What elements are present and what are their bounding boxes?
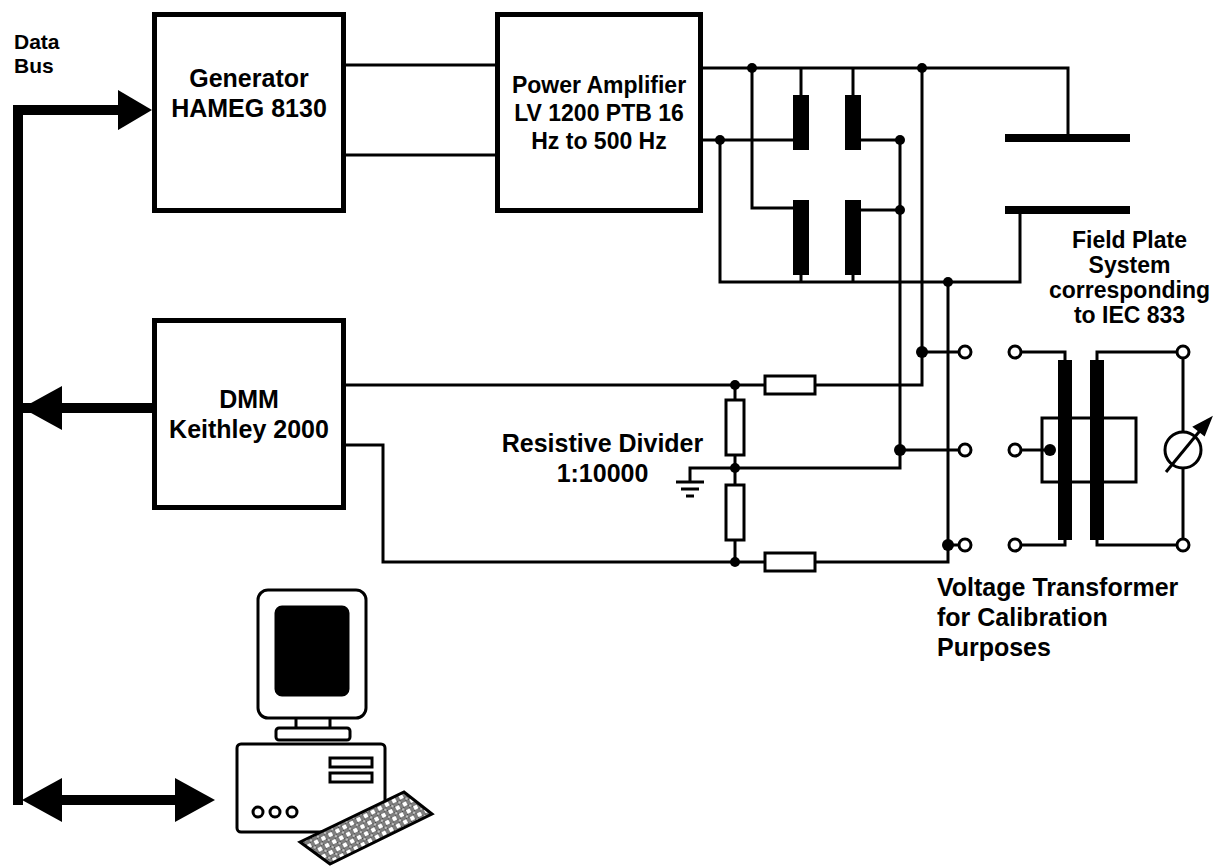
terminal xyxy=(959,539,971,551)
junction-dot xyxy=(730,557,740,567)
meter-symbol xyxy=(1165,419,1210,472)
wire xyxy=(346,445,765,562)
case-button xyxy=(287,807,297,817)
wire xyxy=(815,282,948,562)
resistor-symbol xyxy=(765,553,815,571)
terminal xyxy=(1009,444,1021,456)
transformer-label: Voltage Transformer for Calibration Purp… xyxy=(937,572,1199,662)
signal-wire xyxy=(346,64,495,67)
case-button xyxy=(253,807,263,817)
instrument-box: Power Amplifier LV 1200 PTB 16 Hz to 500… xyxy=(495,12,703,213)
junction-dot xyxy=(943,277,953,287)
junction-dot xyxy=(895,135,905,145)
terminal xyxy=(959,346,1189,551)
instrument-box: Generator HAMEG 8130 xyxy=(152,12,346,213)
wire xyxy=(852,275,855,282)
junction-dot xyxy=(916,346,928,358)
drive-slot xyxy=(330,773,372,782)
resistor-symbol xyxy=(726,485,744,540)
ground-symbol xyxy=(676,482,704,496)
terminal xyxy=(1009,539,1021,551)
junction-dot xyxy=(917,63,927,73)
wire xyxy=(861,139,900,142)
junction-dot xyxy=(942,539,954,551)
instrument-box: DMM Keithley 2000 xyxy=(152,318,346,510)
wire xyxy=(1097,540,1177,545)
wire xyxy=(752,68,793,208)
case-button xyxy=(270,807,280,817)
wire xyxy=(861,209,900,212)
meter-arrow xyxy=(1166,427,1203,472)
drive-slot xyxy=(330,758,372,767)
terminal xyxy=(1177,346,1189,358)
bus-line xyxy=(13,400,23,805)
meter-arrowhead xyxy=(1195,419,1210,434)
junction-dot xyxy=(715,63,1056,567)
wire xyxy=(1022,352,1065,360)
junction-dot xyxy=(730,463,740,473)
transformer-winding xyxy=(845,95,861,150)
transformer-winding xyxy=(793,200,809,275)
bus-line xyxy=(60,795,178,805)
box-text: Power Amplifier LV 1200 PTB 16 Hz to 500… xyxy=(510,71,687,155)
box-text: Generator HAMEG 8130 xyxy=(167,63,331,123)
wire xyxy=(800,68,803,95)
wire xyxy=(720,140,1020,282)
wire xyxy=(346,384,765,387)
wire xyxy=(800,275,803,282)
transformer-winding xyxy=(793,95,809,150)
bus-arrowhead xyxy=(175,778,215,822)
transformer-winding xyxy=(1090,360,1104,540)
field-plate xyxy=(1005,134,1130,142)
monitor-base xyxy=(276,728,350,740)
monitor-body xyxy=(258,590,366,718)
wiring xyxy=(346,68,1183,562)
resistor-symbol xyxy=(726,400,744,455)
resistor-symbol xyxy=(726,376,1136,571)
wire xyxy=(1022,540,1065,545)
wire xyxy=(735,140,900,468)
wire xyxy=(690,68,1068,134)
transformer-winding xyxy=(1058,360,1072,540)
junction-dot xyxy=(730,380,740,390)
keyboard xyxy=(300,792,432,864)
junction-dot xyxy=(894,444,906,456)
ground-lead xyxy=(690,468,735,482)
box-text: DMM Keithley 2000 xyxy=(168,384,329,444)
monitor-screen xyxy=(276,607,348,695)
terminal xyxy=(1009,346,1021,358)
resistor-symbol xyxy=(765,376,815,394)
divider-label: Resistive Divider 1:10000 xyxy=(490,428,715,488)
transformer-winding xyxy=(845,200,861,275)
terminal xyxy=(959,346,971,358)
computer-icon xyxy=(237,590,432,864)
junction-dot xyxy=(747,63,757,73)
field-plate-label: Field Plate System corresponding to IEC … xyxy=(1042,228,1217,328)
wire xyxy=(690,139,793,142)
junction-dot xyxy=(715,135,725,145)
field-plate xyxy=(1005,206,1130,214)
coil-outline xyxy=(1042,418,1136,482)
bus-label: Data Bus xyxy=(14,30,77,78)
junction-dot xyxy=(895,205,905,215)
wire xyxy=(815,68,922,385)
signal-wire xyxy=(346,153,495,156)
bus-arrowhead xyxy=(22,778,62,822)
terminal xyxy=(959,444,971,456)
data-bus xyxy=(18,110,152,408)
junction-dot xyxy=(1044,444,1056,456)
terminal xyxy=(1177,539,1189,551)
wire xyxy=(852,68,855,95)
wire xyxy=(1097,352,1177,360)
